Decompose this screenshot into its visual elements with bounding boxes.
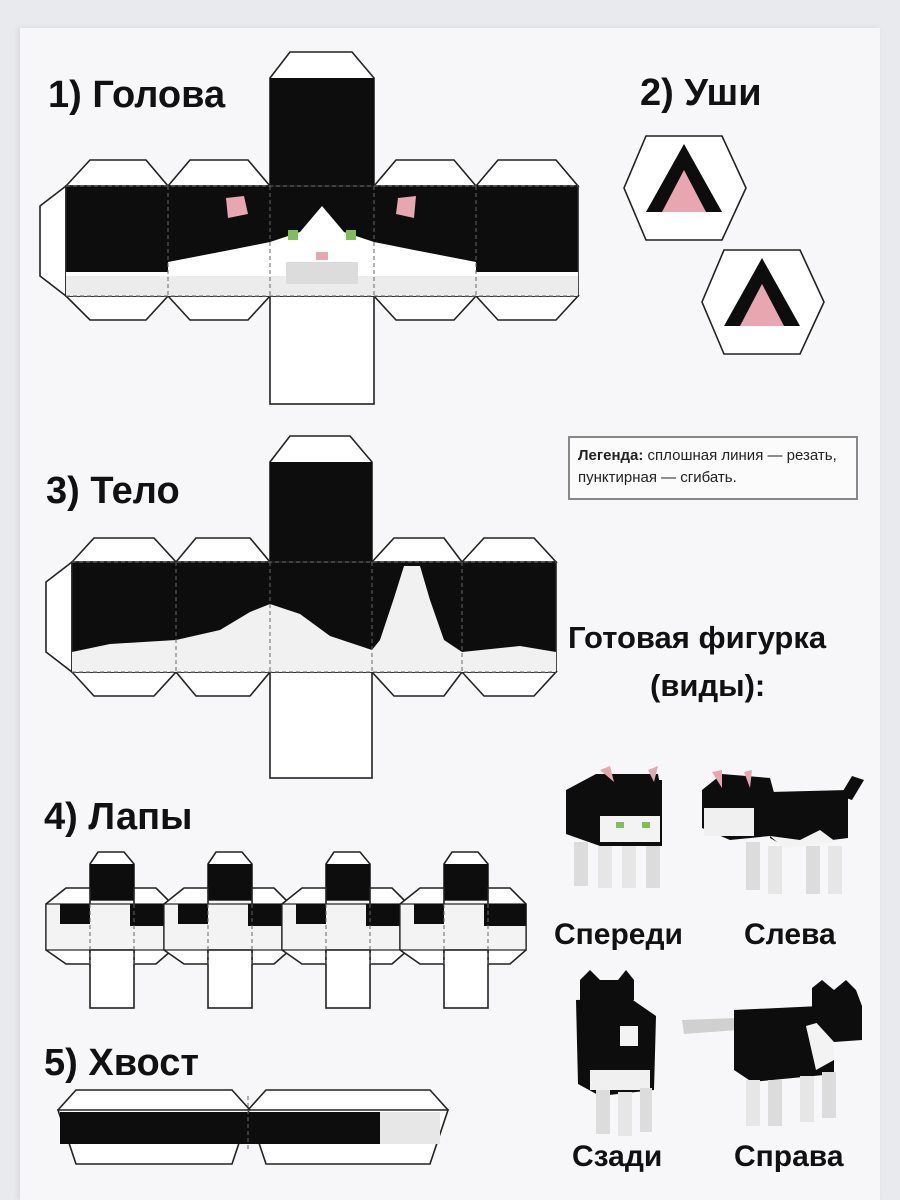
heading-tail: 5) Хвост <box>44 1042 200 1084</box>
legend-box: Легенда: сплошная линия — резать, пункти… <box>568 436 858 500</box>
leg-template-2 <box>163 851 291 1009</box>
tail-template <box>56 1089 450 1165</box>
leg-template-3 <box>281 851 409 1009</box>
ears-template <box>623 135 825 355</box>
body-template <box>45 435 558 779</box>
view-label-back: Сзади <box>572 1140 663 1173</box>
figure-view-right <box>682 980 862 1126</box>
finished-title-line2: (виды): <box>650 668 766 703</box>
view-label-right: Справа <box>734 1140 844 1173</box>
figure-view-back <box>576 970 656 1136</box>
heading-ears: 2) Уши <box>640 72 762 114</box>
heading-legs: 4) Лапы <box>44 796 193 838</box>
view-label-left: Слева <box>744 918 836 951</box>
figure-view-front <box>566 766 662 888</box>
figure-view-left <box>702 770 864 894</box>
leg-template-1 <box>45 851 173 1009</box>
finished-title-line1: Готовая фигурка <box>568 620 827 655</box>
legend-label: Легенда: <box>578 447 644 464</box>
heading-body: 3) Тело <box>46 470 180 512</box>
leg-template-4 <box>399 851 527 1009</box>
heading-head: 1) Голова <box>48 74 226 116</box>
legend-text: сплошная линия — резать, пунктирная — сг… <box>578 447 837 486</box>
head-template <box>39 51 580 405</box>
view-label-front: Спереди <box>554 918 683 951</box>
